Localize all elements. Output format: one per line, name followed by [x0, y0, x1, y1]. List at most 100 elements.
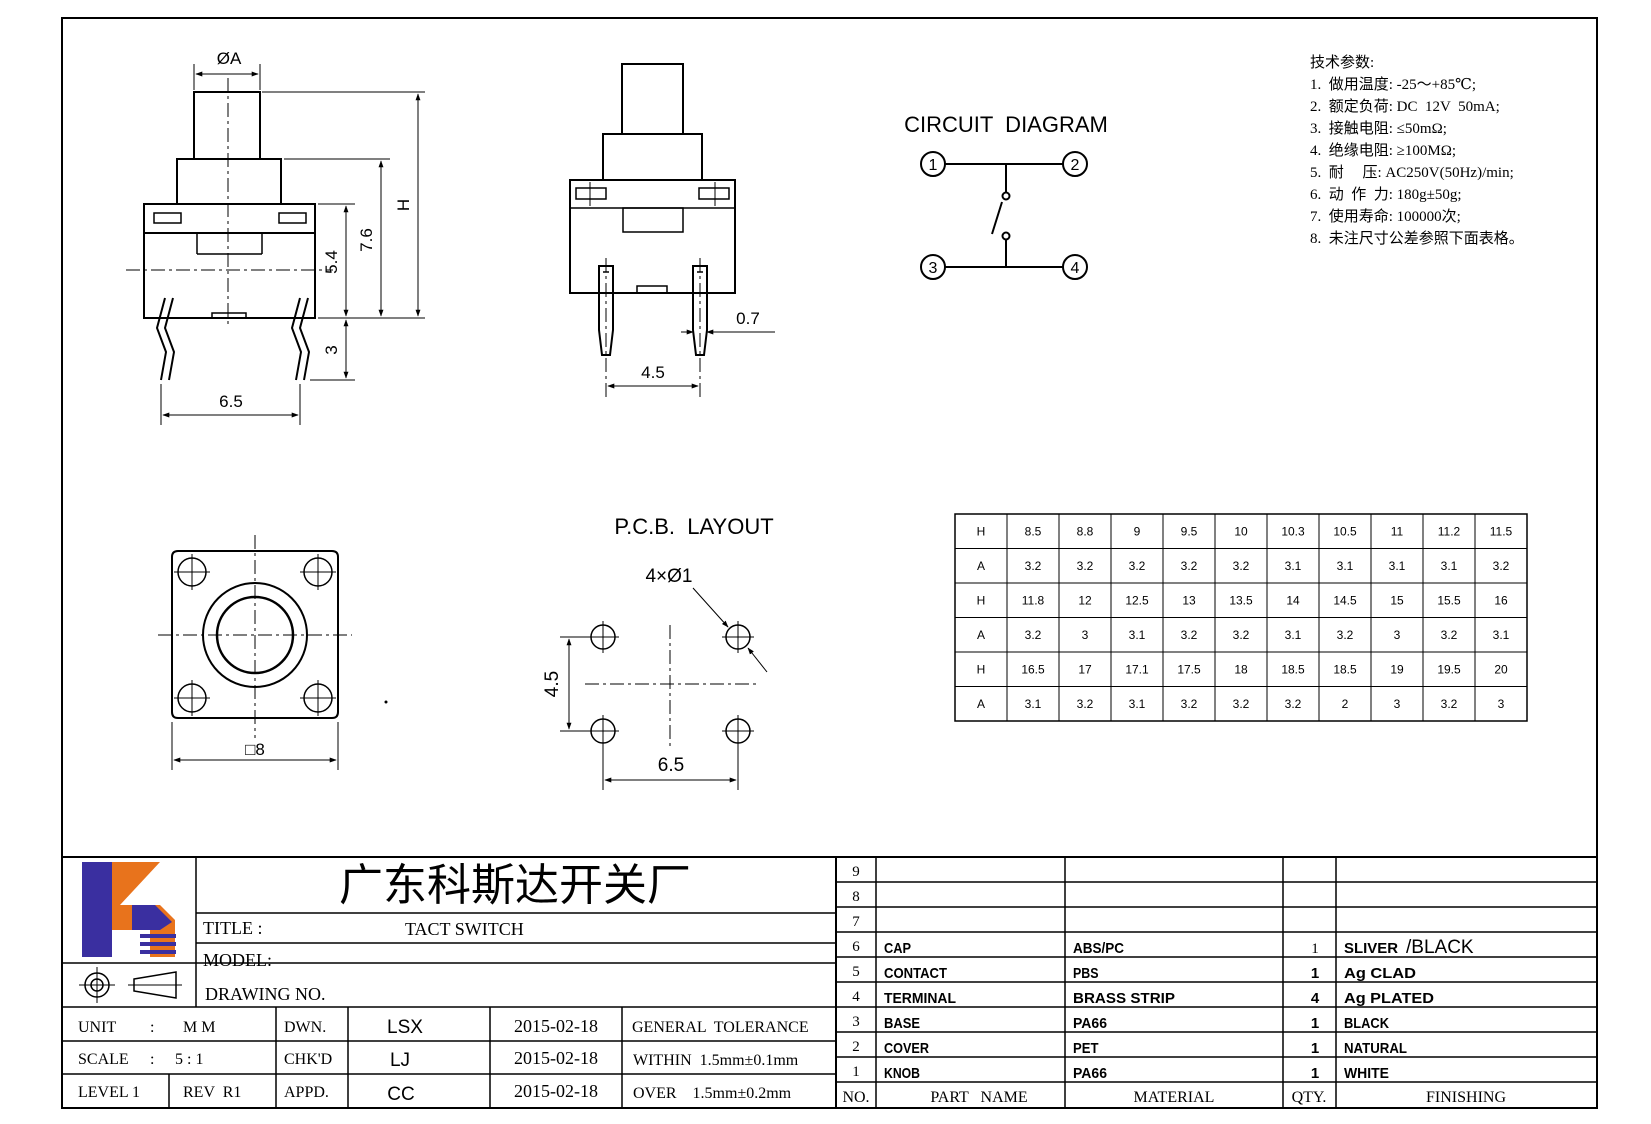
pcb-title: P.C.B. LAYOUT — [614, 514, 773, 539]
table-cell: 10 — [1234, 524, 1248, 538]
table-cell: 13 — [1182, 593, 1196, 607]
table-cell: 13.5 — [1229, 593, 1253, 607]
circuit-diagram — [920, 151, 1088, 280]
table-cell: 3.1 — [1285, 559, 1302, 573]
table-cell: 3 — [1082, 628, 1089, 642]
bom-finishing: SLIVER — [1344, 940, 1398, 957]
table-cell: 9 — [1134, 524, 1141, 538]
table-cell: 17.5 — [1177, 662, 1201, 676]
bom-part-name: CONTACT — [884, 965, 947, 982]
bom-finishing: WHITE — [1344, 1065, 1389, 1082]
scale-colon: : — [150, 1051, 154, 1068]
unit-colon: : — [150, 1019, 154, 1036]
side-view — [569, 63, 775, 398]
table-cell: 3.2 — [1233, 697, 1250, 711]
table-cell: 16.5 — [1021, 662, 1045, 676]
table-cell: 10.3 — [1281, 524, 1305, 538]
bom-part-name: CAP — [884, 940, 911, 957]
table-cell: 3.1 — [1493, 628, 1510, 642]
table-cell: 18.5 — [1333, 662, 1357, 676]
table-cell: 14 — [1286, 593, 1300, 607]
bom-part-name: COVER — [884, 1040, 929, 1057]
chk-date: 2015-02-18 — [514, 1048, 598, 1068]
appd-date: 2015-02-18 — [514, 1081, 598, 1101]
spec-item: 6. 动 作 力: 180g±50g; — [1310, 186, 1462, 203]
bom-row-number: 9 — [852, 864, 860, 880]
table-cell: 3.2 — [1025, 628, 1042, 642]
bom-row-number: 7 — [852, 914, 860, 930]
table-cell: 17.1 — [1125, 662, 1149, 676]
bom-material: PBS — [1073, 965, 1099, 982]
table-cell: 10.5 — [1333, 524, 1357, 538]
bom-quantity: 1 — [1311, 1040, 1319, 1057]
appd-name: CC — [387, 1084, 414, 1105]
spec-item: 5. 耐 压: AC250V(50Hz)/min; — [1310, 164, 1514, 181]
bom-quantity: 1 — [1311, 941, 1319, 957]
drawing-frame — [61, 17, 1598, 1109]
table-cell: 16 — [1494, 593, 1508, 607]
level-label: LEVEL 1 — [78, 1084, 140, 1101]
bom-part-name: TERMINAL — [884, 990, 956, 1007]
title-block — [62, 856, 1597, 1108]
pcb-layout — [560, 587, 768, 790]
table-cell: 11.8 — [1022, 593, 1045, 607]
table-cell: 11.2 — [1438, 524, 1461, 538]
bom-quantity: 1 — [1311, 1015, 1319, 1032]
table-cell: 3.2 — [1129, 559, 1146, 573]
scale-label: SCALE — [78, 1051, 129, 1068]
table-cell: 19 — [1390, 662, 1404, 676]
table-cell: 9.5 — [1181, 524, 1198, 538]
bom-finishing: Ag CLAD — [1344, 965, 1416, 982]
circuit-pin-2: 2 — [1071, 157, 1080, 174]
table-cell: 17 — [1078, 662, 1092, 676]
front-view — [126, 64, 425, 425]
front-d54-label: 5.4 — [322, 250, 341, 274]
front-d3-label: 3 — [322, 345, 341, 354]
table-row-header: A — [977, 697, 985, 711]
chk-label: CHK'D — [284, 1051, 332, 1068]
table-cell: 3.2 — [1493, 559, 1510, 573]
table-cell: 3.2 — [1181, 628, 1198, 642]
circuit-pin-1: 1 — [929, 157, 938, 174]
table-cell: 12 — [1078, 593, 1092, 607]
bom-part-name: BASE — [884, 1015, 920, 1032]
spec-item: 3. 接触电阻: ≤50mΩ; — [1310, 120, 1447, 137]
table-cell: 3.1 — [1441, 559, 1458, 573]
front-d76-label: 7.6 — [357, 228, 376, 252]
table-cell: 18 — [1234, 662, 1248, 676]
tolerance-over: OVER 1.5mm±0.2mm — [633, 1085, 792, 1102]
bom-header-material: MATERIAL — [1134, 1089, 1215, 1106]
table-cell: 3.2 — [1233, 628, 1250, 642]
table-cell: 15 — [1390, 593, 1404, 607]
table-cell: 3.1 — [1129, 628, 1146, 642]
table-cell: 3.2 — [1285, 697, 1302, 711]
tolerance-within: WITHIN 1.5mm±0.1mm — [633, 1052, 799, 1069]
table-cell: 3.2 — [1025, 559, 1042, 573]
bom-row-number: 2 — [852, 1039, 860, 1055]
table-cell: 2 — [1342, 697, 1349, 711]
table-cell: 3.2 — [1337, 628, 1354, 642]
side-d07-label: 0.7 — [736, 309, 760, 328]
table-cell: 3 — [1394, 628, 1401, 642]
company-logo — [82, 862, 176, 957]
front-dia-label: ØA — [217, 49, 242, 68]
table-cell: 3.1 — [1285, 628, 1302, 642]
pcb-d45-label: 4.5 — [542, 671, 563, 697]
circuit-title: CIRCUIT DIAGRAM — [904, 112, 1108, 137]
table-cell: 11.5 — [1490, 524, 1513, 538]
unit-value: M M — [183, 1019, 215, 1036]
bottom-size-label: □8 — [245, 740, 265, 759]
front-d65-label: 6.5 — [219, 392, 243, 411]
bom-material: PA66 — [1073, 1065, 1107, 1082]
bom-material: BRASS STRIP — [1073, 990, 1175, 1007]
bom-finishing: BLACK — [1344, 1015, 1389, 1032]
bom-finishing: Ag PLATED — [1344, 990, 1434, 1007]
pcb-hole-label: 4×Ø1 — [645, 566, 692, 587]
bom-material: PET — [1073, 1040, 1099, 1057]
table-cell: 12.5 — [1125, 593, 1149, 607]
table-cell: 3 — [1498, 697, 1505, 711]
drawing-no-label: DRAWING NO. — [205, 984, 326, 1004]
table-row-header: H — [977, 593, 986, 607]
